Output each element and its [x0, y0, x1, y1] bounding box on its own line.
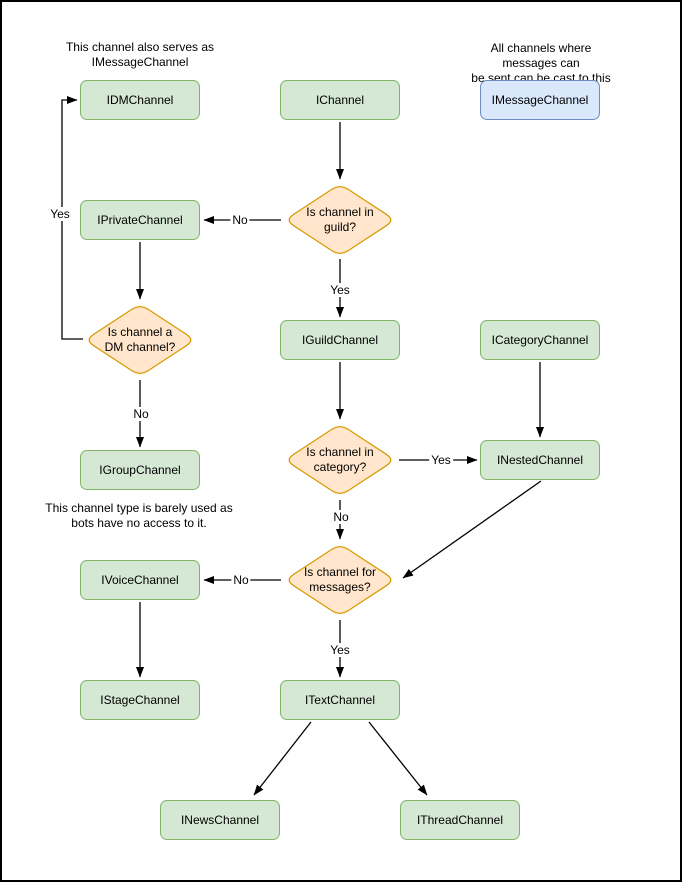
node-idmchannel: IDMChannel	[80, 80, 200, 120]
node-istagechannel: IStageChannel	[80, 680, 200, 720]
edge-label-guild-no: No	[230, 213, 250, 227]
diamond-shape	[288, 186, 392, 254]
edge-inestedchannel-to-messages-decision	[402, 480, 542, 579]
node-igroupchannel: IGroupChannel	[80, 450, 200, 490]
decision-label: Is channel in guild?	[306, 205, 374, 234]
edge-label-guild-yes: Yes	[328, 283, 352, 297]
diamond-shape	[288, 426, 392, 494]
edge-itextchannel-to-ithreadchannel	[368, 721, 428, 796]
note-dm-serves-imessagechannel: This channel also serves as IMessageChan…	[65, 40, 215, 69]
node-icategorychannel: ICategoryChannel	[480, 320, 600, 360]
node-ithreadchannel: IThreadChannel	[400, 800, 520, 840]
decision-label: Is channel for messages?	[303, 565, 377, 594]
node-ivoicechannel: IVoiceChannel	[80, 560, 200, 600]
decision-label: Is channel a DM channel?	[104, 325, 176, 354]
decision-is-channel-a-dm-channel: Is channel a DM channel?	[83, 302, 197, 378]
node-inestedchannel: INestedChannel	[480, 440, 600, 480]
diamond-shape	[288, 546, 392, 614]
edge-itextchannel-to-inewschannel	[253, 721, 312, 796]
edge-label-category-yes: Yes	[429, 453, 453, 467]
decision-label: Is channel in category?	[306, 445, 374, 474]
node-iguildchannel: IGuildChannel	[280, 320, 400, 360]
edge-label-category-no: No	[331, 510, 351, 524]
node-inewschannel: INewsChannel	[160, 800, 280, 840]
edge-label-dm-no: No	[131, 407, 151, 421]
edge-label-messages-yes: Yes	[328, 643, 352, 657]
diamond-shape	[88, 306, 192, 374]
note-group-channel-barely-used: This channel type is barely used as bots…	[45, 501, 233, 530]
node-ichannel: IChannel	[280, 80, 400, 120]
node-imessagechannel: IMessageChannel	[480, 80, 600, 120]
decision-is-channel-in-category: Is channel in category?	[283, 422, 397, 498]
decision-is-channel-in-guild: Is channel in guild?	[283, 182, 397, 258]
node-itextchannel: ITextChannel	[280, 680, 400, 720]
edge-label-messages-no: No	[231, 573, 251, 587]
node-iprivatechannel: IPrivateChannel	[80, 200, 200, 240]
edge-label-dm-yes: Yes	[48, 207, 72, 221]
decision-is-channel-for-messages: Is channel for messages?	[283, 542, 397, 618]
